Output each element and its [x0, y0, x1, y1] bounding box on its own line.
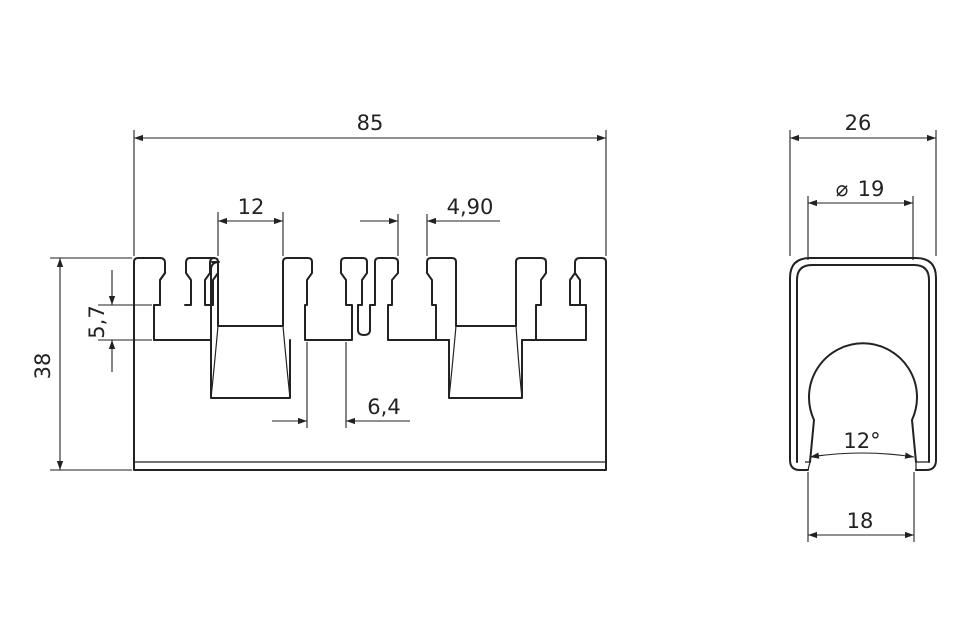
label-base: 18: [847, 509, 874, 533]
dimension-height: 38: [31, 257, 132, 471]
bore-circle: [808, 342, 918, 463]
label-angle: 12°: [843, 429, 880, 453]
channel-left-inner: [217, 261, 284, 327]
channel-right: [448, 339, 523, 399]
bore-lip: [805, 461, 929, 471]
label-slot-small: 4,90: [447, 195, 494, 219]
channel-left-curve: [210, 325, 291, 399]
dimension-base: 18: [807, 472, 915, 542]
channel-right-curve: [448, 325, 523, 399]
tab-3: [282, 257, 368, 341]
dimension-slot-large: 12: [217, 195, 284, 256]
side-view-inner: [796, 264, 930, 463]
dimension-bore: ⌀ 19: [807, 177, 914, 260]
center-notch: [357, 257, 457, 341]
dimension-slot-depth: 5,7: [85, 270, 152, 372]
dimension-tab-gap: 6,4: [272, 342, 410, 428]
label-length: 85: [357, 111, 384, 135]
tab-2: [189, 257, 219, 341]
tab-right: [435, 257, 587, 341]
slot-left: [153, 257, 215, 341]
channel-right-inner: [455, 261, 517, 327]
dimension-slot-small: 4,90: [360, 195, 500, 256]
front-view-outline: [133, 257, 607, 471]
diameter-symbol-icon: ⌀: [836, 177, 849, 201]
label-side-width: 26: [845, 111, 872, 135]
channel-left: [210, 339, 291, 399]
front-view: [133, 257, 607, 471]
label-bore: 19: [858, 177, 885, 201]
dimension-angle: 12°: [809, 429, 915, 459]
dimension-side-width: 26: [789, 111, 937, 256]
label-tab-gap: 6,4: [367, 395, 400, 419]
side-view: [789, 257, 937, 471]
dimension-length: 85: [133, 111, 607, 256]
side-view-outer: [789, 257, 937, 471]
label-height: 38: [31, 353, 55, 380]
label-slot-depth: 5,7: [85, 305, 109, 338]
label-slot-large: 12: [238, 195, 265, 219]
tab-1: [159, 262, 166, 306]
